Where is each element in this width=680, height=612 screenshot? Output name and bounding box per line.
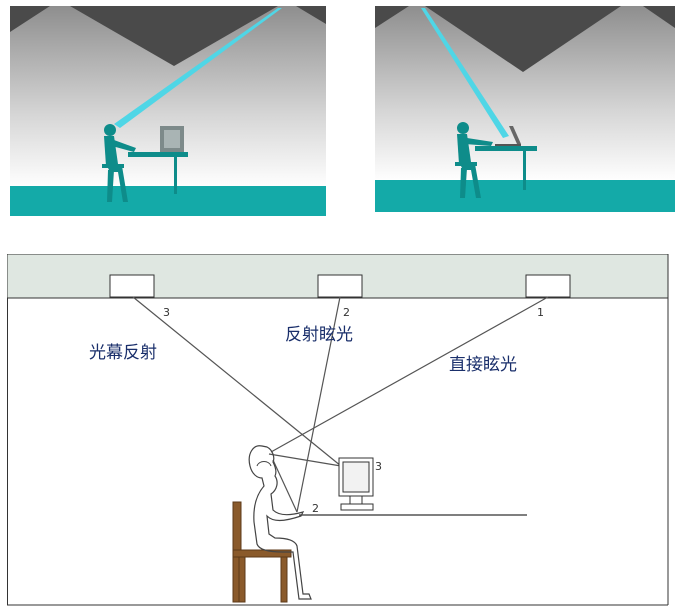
ceiling-lamp-center [317, 274, 363, 298]
marker-desk: 2 [312, 502, 319, 515]
label-direct-glare: 直接眩光 [449, 355, 517, 375]
ray-direct-glare [270, 296, 549, 453]
ceiling-lamp-left [109, 274, 155, 298]
glare-light-beam [114, 8, 282, 128]
floor [10, 186, 326, 216]
label-reflected-glare: 反射眩光 [285, 325, 353, 345]
ceiling-light-center [70, 6, 278, 66]
ceiling-light-center [425, 6, 621, 72]
marker-light-left: 3 [163, 306, 170, 319]
ceiling-light-left [375, 6, 409, 28]
person-at-laptop-icon [455, 122, 537, 198]
ceiling-light-right [643, 6, 675, 28]
chair-icon [232, 501, 292, 603]
marker-monitor: 3 [375, 460, 382, 473]
ray-reflected-glare [296, 296, 341, 513]
glare-types-diagram: 3 2 1 3 2 光幕反射 反射眩光 直接眩光 [7, 254, 669, 606]
floor [375, 180, 675, 212]
ray-desk-to-eye [272, 459, 298, 513]
ceiling-lamp-right [525, 274, 571, 298]
ray-screen-to-eye [268, 453, 342, 467]
seated-person-at-monitor-icon [248, 445, 312, 600]
ray-screen-reflection [132, 296, 342, 467]
label-screen-reflection: 光幕反射 [89, 343, 157, 363]
computer-monitor-icon [338, 457, 374, 511]
person-at-desktop-computer-icon [102, 124, 188, 202]
glare-scene-desktop [10, 6, 326, 216]
glare-light-beam [421, 8, 509, 138]
ceiling-light-left [10, 6, 50, 32]
ceiling-light-right [296, 6, 326, 24]
marker-light-right: 1 [537, 306, 544, 319]
glare-scene-laptop [375, 6, 675, 212]
marker-light-center: 2 [343, 306, 350, 319]
